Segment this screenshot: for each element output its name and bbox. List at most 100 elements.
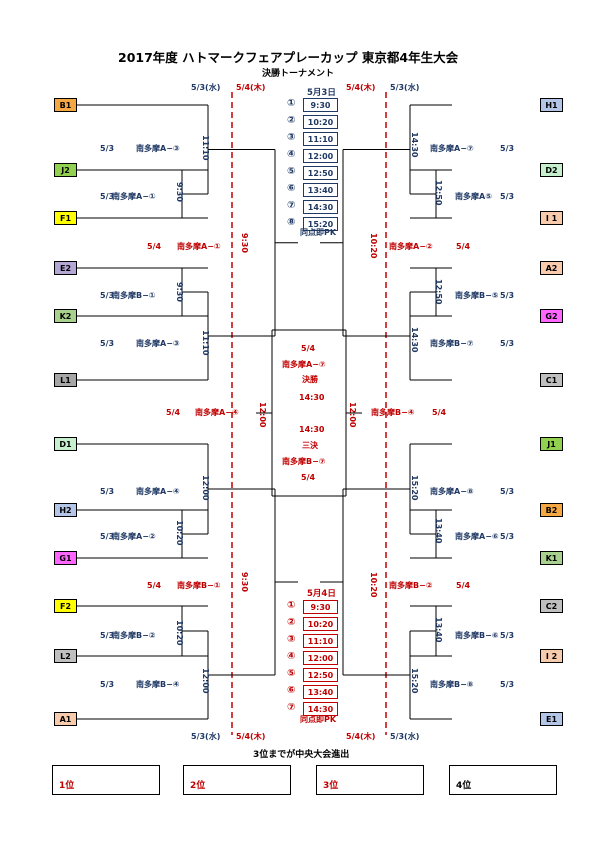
schedule1-slot-time: 10:20 [303,115,338,129]
right-r1-venue: 南多摩B−⑧ [430,680,474,689]
right-qf-date: 5/4 [456,581,471,590]
left-qf-date: 5/4 [147,581,162,590]
schedule1-slot-time: 15:20 [303,217,338,231]
schedule1-slot-number: ② [287,115,296,126]
team-slot-left: F2 [54,599,77,613]
left-r1-time: 12:00 [201,668,210,694]
schedule2-slot-time: 9:30 [303,600,338,614]
page-title: 2017年度 ハトマークフェアプレーカップ 東京都4年生大会 [118,50,459,65]
schedule1-slot-number: ① [287,98,296,109]
schedule2-note: 同点即PK [300,715,337,724]
team-slot-left: L1 [54,373,77,387]
schedule2-title: 5月4日 [307,589,336,599]
date-wed-bottom-left: 5/3(水) [191,732,221,741]
left-r1-venue: 南多摩A−③ [136,339,180,348]
right-r1-time: 14:30 [410,327,419,353]
schedule2-slot-number: ⑦ [287,702,296,713]
right-r1-date: 5/3 [500,680,515,689]
schedule2-slot-time: 12:00 [303,651,338,665]
left-r1-time: 10:20 [175,520,184,546]
right-qf-time: 10:20 [369,572,378,598]
right-r1-time: 15:20 [410,475,419,501]
left-r1-venue: 南多摩B−② [112,631,156,640]
final-time: 14:30 [299,393,325,402]
left-r1-time: 9:30 [175,282,184,302]
schedule1-slot-number: ⑥ [287,183,296,194]
schedule2-slot-time: 14:30 [303,702,338,716]
third-date: 5/4 [301,473,316,482]
schedule1-slot-time: 13:40 [303,183,338,197]
schedule1-note: 同点即PK [300,228,337,237]
third-name: 三決 [302,441,318,450]
left-r1-venue: 南多摩A−③ [136,144,180,153]
left-r1-date: 5/3 [100,291,115,300]
team-slot-left: D1 [54,437,77,451]
right-r1-venue: 南多摩B−⑦ [430,339,474,348]
left-r1-time: 12:00 [201,475,210,501]
rank-3rd: 3位 [316,765,424,795]
team-slot-right: A2 [540,261,563,275]
team-slot-right: C2 [540,599,563,613]
right-qf-venue: 南多摩A−② [389,242,433,251]
date-wed-top-left: 5/3(水) [191,83,221,92]
team-slot-left: J2 [54,163,77,177]
schedule1-slot-number: ⑧ [287,217,296,228]
team-slot-left: A1 [54,712,77,726]
date-thu-bottom-left: 5/4(木) [236,732,266,741]
final-date: 5/4 [301,344,316,353]
right-r1-venue: 南多摩A−⑧ [430,487,474,496]
date-thu-top-left: 5/4(木) [236,83,266,92]
team-slot-right: D2 [540,163,563,177]
left-r1-date: 5/3 [100,192,115,201]
schedule2-slot-time: 11:10 [303,634,338,648]
team-slot-left: E2 [54,261,77,275]
right-r1-venue: 南多摩B−⑤ [455,291,499,300]
schedule2-slot-number: ② [287,617,296,628]
schedule1-title: 5月3日 [307,88,336,98]
left-qf-venue: 南多摩A−① [177,242,221,251]
left-r1-date: 5/3 [100,680,115,689]
team-slot-right: I 2 [540,649,563,663]
schedule2-slot-number: ⑤ [287,668,296,679]
team-slot-left: B1 [54,98,77,112]
right-r1-date: 5/3 [500,487,515,496]
team-slot-left: H2 [54,503,77,517]
team-slot-right: E1 [540,712,563,726]
left-r1-time: 9:30 [175,182,184,202]
team-slot-left: G1 [54,551,77,565]
left-qf-venue: 南多摩B−① [177,581,221,590]
team-slot-left: L2 [54,649,77,663]
right-r1-date: 5/3 [500,291,515,300]
right-sf-date: 5/4 [432,408,447,417]
page-subtitle: 決勝トーナメント [262,69,335,79]
right-r1-time: 13:40 [434,617,443,643]
left-r1-time: 11:10 [201,330,210,356]
schedule1-slot-time: 9:30 [303,98,338,112]
team-slot-right: H1 [540,98,563,112]
right-sf-venue: 南多摩B−④ [371,408,415,417]
left-r1-date: 5/3 [100,339,115,348]
team-slot-right: B2 [540,503,563,517]
left-r1-date: 5/3 [100,487,115,496]
team-slot-right: G2 [540,309,563,323]
left-r1-venue: 南多摩B−① [112,291,156,300]
left-r1-venue: 南多摩A−② [112,532,156,541]
left-r1-date: 5/3 [100,631,115,640]
schedule1-slot-number: ③ [287,132,296,143]
schedule2-slot-time: 13:40 [303,685,338,699]
schedule2-slot-time: 12:50 [303,668,338,682]
schedule1-slot-time: 11:10 [303,132,338,146]
rank-4th: 4位 [449,765,557,795]
left-r1-time: 10:20 [175,620,184,646]
schedule2-slot-number: ⑥ [287,685,296,696]
left-qf-time: 9:30 [240,572,249,592]
schedule1-slot-time: 12:00 [303,149,338,163]
team-slot-right: I 1 [540,211,563,225]
rank-2nd: 2位 [183,765,291,795]
right-r1-date: 5/3 [500,532,515,541]
team-slot-right: C1 [540,373,563,387]
date-thu-bottom-right: 5/4(木) [346,732,376,741]
team-slot-right: K1 [540,551,563,565]
schedule2-slot-number: ③ [287,634,296,645]
